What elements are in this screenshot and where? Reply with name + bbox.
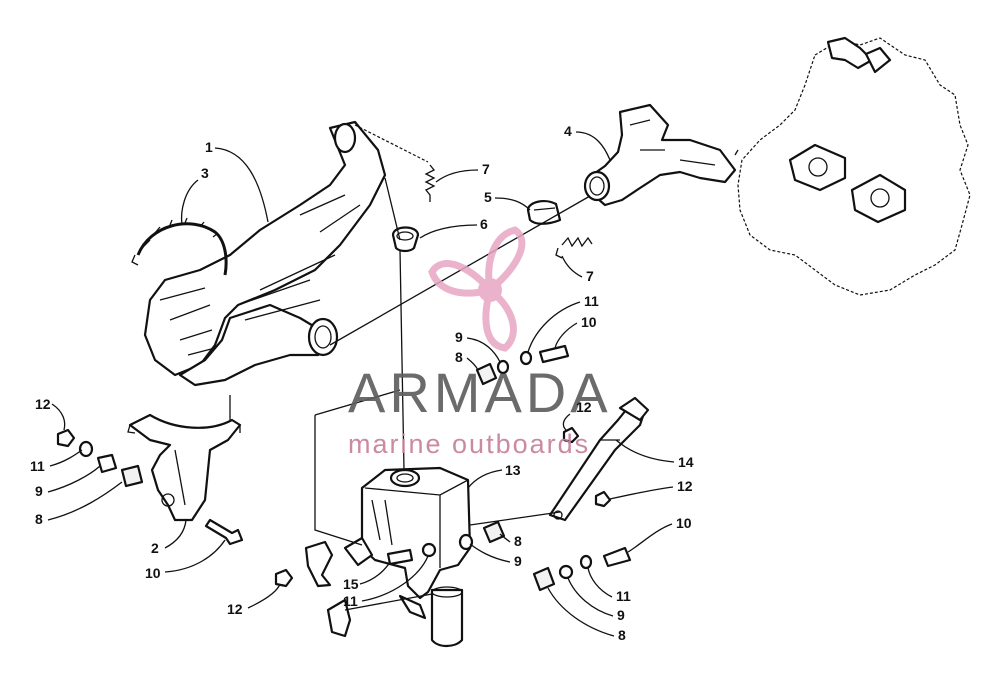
callout-2: 2 bbox=[151, 540, 159, 556]
expansion-chamber bbox=[143, 120, 387, 387]
callout-8-lower: 8 bbox=[618, 627, 626, 643]
callout-7-right: 7 bbox=[586, 268, 594, 284]
armada-watermark: ARMADA marine outboards bbox=[348, 226, 612, 459]
callout-11-upper: 11 bbox=[584, 293, 599, 309]
callout-8-upper: 8 bbox=[455, 349, 463, 365]
exhaust-manifold bbox=[583, 103, 739, 207]
tank-hardware bbox=[274, 520, 632, 638]
callout-9-lower: 9 bbox=[617, 607, 625, 623]
engine-outline bbox=[737, 36, 971, 296]
propeller-icon bbox=[428, 226, 526, 352]
callout-6: 6 bbox=[480, 216, 488, 232]
callout-10-left: 10 bbox=[145, 565, 161, 581]
tank-connector-line-2 bbox=[314, 389, 401, 416]
callout-12-left: 12 bbox=[35, 396, 51, 412]
callout-12-arm: 12 bbox=[576, 399, 592, 415]
muffler-box bbox=[343, 466, 472, 648]
callout-9-upper: 9 bbox=[455, 329, 463, 345]
callout-5: 5 bbox=[484, 189, 492, 205]
callout-12-lower: 12 bbox=[227, 601, 243, 617]
link-line-2 bbox=[384, 177, 401, 241]
callout-12-right: 12 bbox=[677, 478, 693, 494]
callout-1: 1 bbox=[205, 139, 213, 155]
callout-11-left: 11 bbox=[30, 458, 45, 474]
callout-10-upper: 10 bbox=[581, 314, 597, 330]
spring-right bbox=[555, 236, 593, 259]
callout-15: 15 bbox=[343, 576, 359, 592]
drain-line bbox=[399, 249, 405, 471]
watermark-tagline: marine outboards bbox=[348, 429, 590, 459]
grommet bbox=[391, 226, 420, 253]
callout-11-lower: 11 bbox=[616, 588, 631, 604]
callout-8-left: 8 bbox=[35, 511, 43, 527]
callout-11-tank: 11 bbox=[343, 593, 358, 609]
upper-hardware bbox=[475, 344, 570, 386]
callout-14: 14 bbox=[678, 454, 694, 470]
watermark-brand: ARMADA bbox=[348, 361, 612, 424]
callout-3: 3 bbox=[201, 165, 209, 181]
callout-10-lower: 10 bbox=[676, 515, 692, 531]
callout-7-top: 7 bbox=[482, 161, 490, 177]
link-arm bbox=[469, 396, 650, 526]
callout-13: 13 bbox=[505, 462, 521, 478]
callouts: 1 3 4 5 6 7 7 11 10 9 8 12 14 12 13 8 9 bbox=[30, 123, 694, 643]
tank-connector-line bbox=[314, 415, 363, 546]
callout-8-mid: 8 bbox=[514, 533, 522, 549]
heat-shield-strap bbox=[131, 217, 228, 276]
callout-9-left: 9 bbox=[35, 483, 43, 499]
link-line bbox=[329, 195, 591, 346]
spring-top bbox=[354, 124, 436, 202]
callout-9-mid: 9 bbox=[514, 553, 522, 569]
mounting-bracket bbox=[127, 413, 242, 522]
callout-4: 4 bbox=[564, 123, 572, 139]
seal-ring bbox=[526, 200, 562, 225]
bracket-hardware bbox=[56, 428, 244, 546]
